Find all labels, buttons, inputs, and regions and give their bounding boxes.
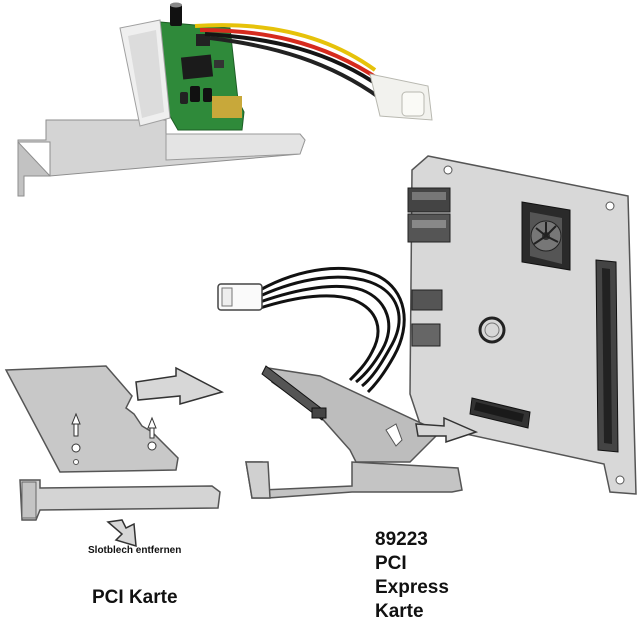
screw-icon: [71, 412, 81, 465]
product-number: 89223: [375, 529, 428, 550]
screw-icon: [147, 416, 157, 451]
product-line-3: Karte: [375, 601, 424, 622]
product-line-1: PCI: [375, 553, 407, 574]
slot-remove-label: Slotblech entfernen: [88, 545, 182, 556]
motherboard: [407, 155, 637, 495]
adapter-diagram: [217, 267, 463, 499]
arrow-right-icon: [135, 366, 225, 405]
arrow-right-icon: [415, 416, 479, 444]
fan-icon: [530, 220, 562, 252]
product-line-2: Express: [375, 577, 449, 598]
arrow-down-icon: [106, 519, 137, 548]
pci-card-diagram: [4, 365, 221, 521]
adapter-card-photo: [17, 2, 433, 197]
pci-card-label: PCI Karte: [92, 587, 178, 608]
product-label: 89223 PCI Express Karte: [375, 528, 449, 624]
